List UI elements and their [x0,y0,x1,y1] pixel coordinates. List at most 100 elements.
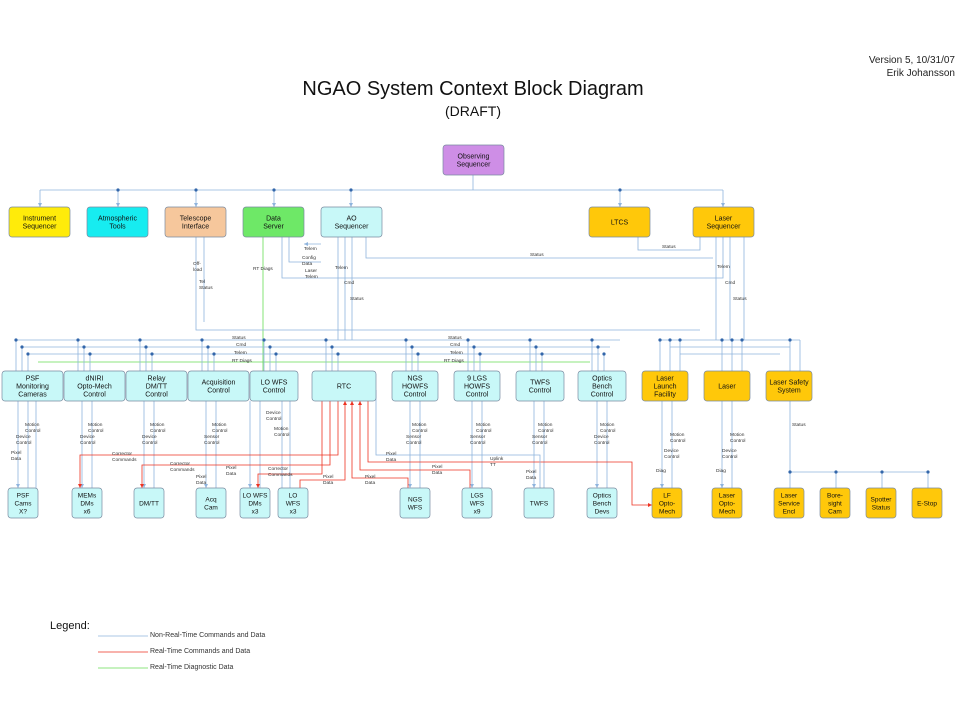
junction-dot [788,470,792,474]
block-label: Bench [593,501,612,508]
block-label: Atmospheric [98,216,137,223]
block-twfs: TWFS [523,487,555,519]
junction-dot [730,338,734,342]
connector-label-text: Device [16,434,31,440]
junction-dot [20,345,24,349]
connector-label-text: Device [266,410,281,416]
connector-label-text: Control [212,428,227,434]
connector-label-text: Corrector [170,461,190,467]
connector-label-text: Control [25,428,40,434]
block-box [8,206,71,238]
connector-label-text: Data [432,470,442,476]
connector-label-text: Status [199,285,213,291]
connector-label-text: Motion [412,422,427,428]
block-estop: E-Stop [911,487,943,519]
arrowhead [194,203,198,207]
block-box [461,487,493,519]
block-label: Interface [182,224,209,231]
block-label: LO [289,493,298,500]
rtc-lowfsdm-line [257,401,323,488]
connector-label-text: Diag [716,468,726,474]
connector-label: RT Diags [232,358,252,364]
connector-label-text: Control [600,428,615,434]
junction-dot [472,345,476,349]
arrowhead [256,484,260,488]
junction-dot [416,352,420,356]
block-label: Control [263,388,286,395]
connector-label-text: Sensor [204,434,220,440]
block-box [187,370,250,402]
connector-label-text: Motion [730,432,745,438]
junction-dot [14,338,18,342]
block-box [249,370,299,402]
connector-label-text: Motion [538,422,553,428]
connector-label: Cmd [450,342,460,348]
junction-dot [88,352,92,356]
connector-label: Telem [234,350,247,356]
block-label: Control [83,392,106,399]
connector-label-text: Pixel [323,474,333,480]
junction-dot [528,338,532,342]
block-label: Service [778,501,800,508]
block-label: Opto- [659,501,675,508]
block-box [311,370,377,402]
block-label: Control [404,392,427,399]
block-label: AO [346,216,357,223]
block-label: LF [663,493,671,500]
block-label: x3 [252,509,259,516]
junction-dot [268,345,272,349]
connector-label-text: Config [302,255,316,261]
junction-dot [720,338,724,342]
connector-label-text: Commands [170,467,195,473]
block-label: Cameras [18,392,47,399]
block-label: DMs [80,501,94,508]
junction-dot [212,352,216,356]
connector-label-text: Telem [450,350,463,356]
connector-label-text: RT Diags [232,358,252,364]
block-laser: Laser [703,370,751,402]
block-label: WFS [286,501,301,508]
ltcs-status-line [637,237,701,251]
junction-dot [540,352,544,356]
block-label: Cam [828,509,842,516]
block-ltcs: LTCS [588,206,651,238]
junction-dot [194,188,198,192]
block-rtc: RTC [311,370,377,402]
connector-label-text: Control [730,438,745,444]
block-label: Observing [458,154,490,161]
connector-label-text: Motion [88,422,103,428]
connector-label-text: Data [386,457,396,463]
block-label: Laser [718,384,736,391]
junction-dot [926,470,930,474]
connector-label: Cmd [236,342,246,348]
arrowhead [38,203,42,207]
junction-dot [590,338,594,342]
junction-dot [150,352,154,356]
block-label: Laser Safety [769,380,809,387]
connector-label-text: Diag [656,468,666,474]
junction-dot [618,188,622,192]
arrowhead [204,484,208,488]
block-label: x3 [290,509,297,516]
block-label: LO WFS [243,493,269,500]
connector-label: Status [350,296,364,302]
block-box [391,370,439,402]
arrowhead [595,484,599,488]
connector-label-text: Status [792,422,806,428]
junction-dot [478,352,482,356]
junction-dot [668,338,672,342]
block-label: Monitoring [16,384,49,391]
block-label: Relay [148,376,166,383]
